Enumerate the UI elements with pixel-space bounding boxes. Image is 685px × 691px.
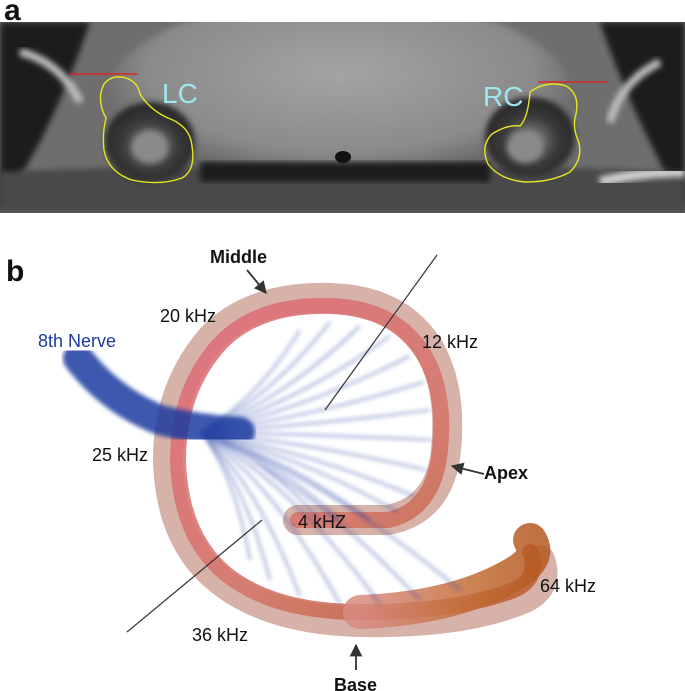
nerve-label: 8th Nerve — [38, 331, 116, 351]
right-cochlea-outline — [484, 83, 581, 183]
axis-line-upper — [324, 254, 438, 411]
panel-b-letter: b — [6, 255, 25, 288]
cochlea-base-end — [343, 523, 551, 629]
apex-arrow — [450, 462, 485, 475]
middle-arrow — [246, 269, 267, 294]
middle-label: Middle — [210, 247, 267, 267]
rc-label: RC — [483, 81, 523, 112]
panel-a-letter: a — [4, 0, 21, 27]
apex-label: Apex — [484, 463, 528, 483]
base-label: Base — [334, 675, 377, 691]
lc-label: LC — [162, 78, 198, 109]
freq-20-label: 20 kHz — [160, 306, 216, 326]
freq-12-label: 12 kHz — [422, 332, 478, 352]
axis-line-lower — [126, 519, 263, 633]
nerve-fiber — [199, 431, 341, 605]
cochlea-inner-band — [169, 297, 541, 621]
freq-64-label: 64 kHz — [540, 576, 596, 596]
nerve-trunk — [63, 343, 255, 447]
freq-4-label: 4 kHZ — [298, 512, 346, 532]
mri-image: LC RC — [0, 22, 685, 213]
nerve-fiber — [199, 431, 381, 605]
cochlea-diagram: 8th Nerve Middle Apex Base 20 kHz 12 kHz… — [38, 247, 596, 691]
freq-25-label: 25 kHz — [92, 445, 148, 465]
freq-36-label: 36 kHz — [192, 625, 248, 645]
left-cochlea-outline — [99, 76, 194, 184]
